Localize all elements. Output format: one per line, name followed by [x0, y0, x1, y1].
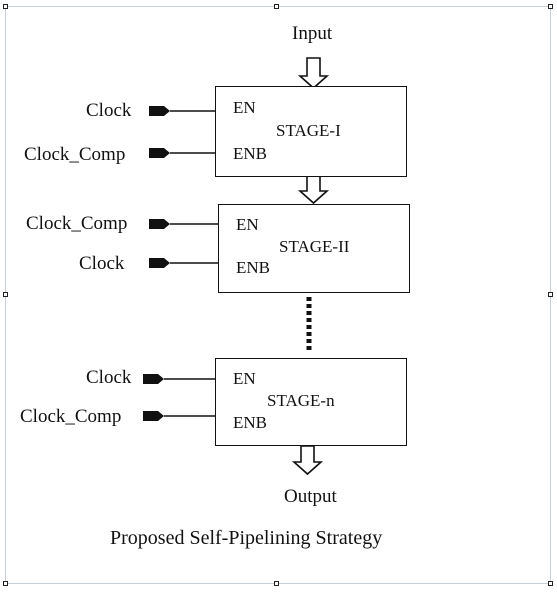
stage-box-1 [215, 86, 407, 177]
stage-2-enb-port: ENB [236, 258, 270, 277]
stage-1-enb-port: ENB [233, 144, 267, 163]
stage-1-en-port: EN [233, 98, 256, 117]
input-label: Input [292, 23, 333, 44]
resize-handle-bottom-right[interactable] [548, 581, 553, 586]
stage-n-title: STAGE-n [267, 391, 335, 410]
stage-n-clock-comp-label: Clock_Comp [20, 406, 122, 427]
resize-handle-top-right[interactable] [548, 4, 553, 9]
stage-2-title: STAGE-II [279, 237, 350, 256]
stage-2-en-port: EN [236, 215, 259, 234]
figure-caption: Proposed Self-Pipelining Strategy [110, 527, 383, 549]
stage-1-clock-label: Clock [86, 100, 132, 121]
stage-box-n [215, 358, 407, 446]
output-label: Output [284, 486, 337, 507]
stage-box-2 [218, 204, 410, 293]
stage-n-clock-label: Clock [86, 367, 132, 388]
resize-handle-middle-left[interactable] [3, 292, 8, 297]
resize-handle-top-center[interactable] [274, 4, 279, 9]
resize-handle-top-left[interactable] [3, 4, 8, 9]
stage-1-title: STAGE-I [276, 121, 341, 140]
stage-n-enb-port: ENB [233, 413, 267, 432]
stage-2-clock-label: Clock [79, 253, 125, 274]
resize-handle-middle-right[interactable] [548, 292, 553, 297]
resize-handle-bottom-left[interactable] [3, 581, 8, 586]
stage-2-clock-comp-label: Clock_Comp [26, 213, 128, 234]
stage-n-en-port: EN [233, 369, 256, 388]
stage-1-clock-comp-label: Clock_Comp [24, 144, 126, 165]
resize-handle-bottom-center[interactable] [274, 581, 279, 586]
